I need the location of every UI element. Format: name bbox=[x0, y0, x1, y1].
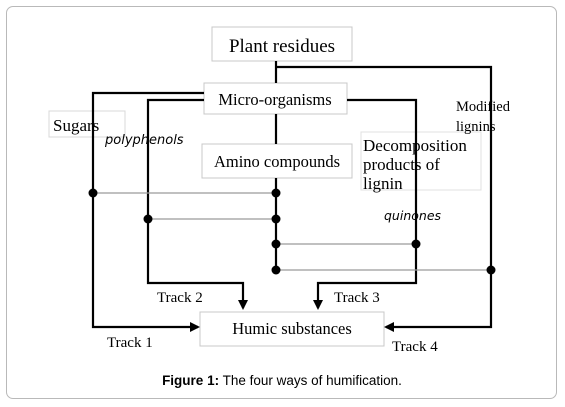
decomposition-box bbox=[360, 131, 482, 191]
polyphenols-label: polyphenols bbox=[104, 133, 184, 148]
sugars-label: Sugars bbox=[53, 116, 99, 135]
figure-caption: Figure 1: The four ways of humification. bbox=[162, 373, 402, 388]
track-4-label: Track 4 bbox=[392, 339, 438, 355]
amino-compounds-box bbox=[201, 143, 353, 179]
decomposition-label-line2: products of bbox=[363, 155, 440, 174]
junction-dots bbox=[88, 188, 496, 275]
decomposition-label-line1: Decomposition bbox=[363, 136, 467, 155]
sugars-box bbox=[48, 110, 126, 138]
decomposition-label-line3: lignin bbox=[363, 174, 403, 193]
caption-text: The four ways of humification. bbox=[219, 373, 402, 388]
caption-label: Figure 1: bbox=[162, 373, 219, 388]
track-3-label: Track 3 bbox=[334, 290, 380, 306]
quinones-label: quinones bbox=[384, 208, 442, 223]
track-2-label: Track 2 bbox=[157, 290, 203, 306]
humic-substances-box bbox=[199, 311, 385, 347]
modified-lignins-label-line2: lignins bbox=[456, 119, 496, 135]
thin-links bbox=[93, 192, 491, 271]
plant-residues-label: Plant residues bbox=[229, 36, 335, 57]
amino-compounds-label: Amino compounds bbox=[214, 152, 340, 171]
micro-organisms-label: Micro-organisms bbox=[218, 90, 331, 109]
modified-lignins-label-line1: Modified bbox=[456, 99, 511, 115]
plant-residues-box bbox=[211, 26, 353, 62]
humic-substances-label: Humic substances bbox=[232, 319, 352, 338]
track-1-label: Track 1 bbox=[107, 335, 153, 351]
